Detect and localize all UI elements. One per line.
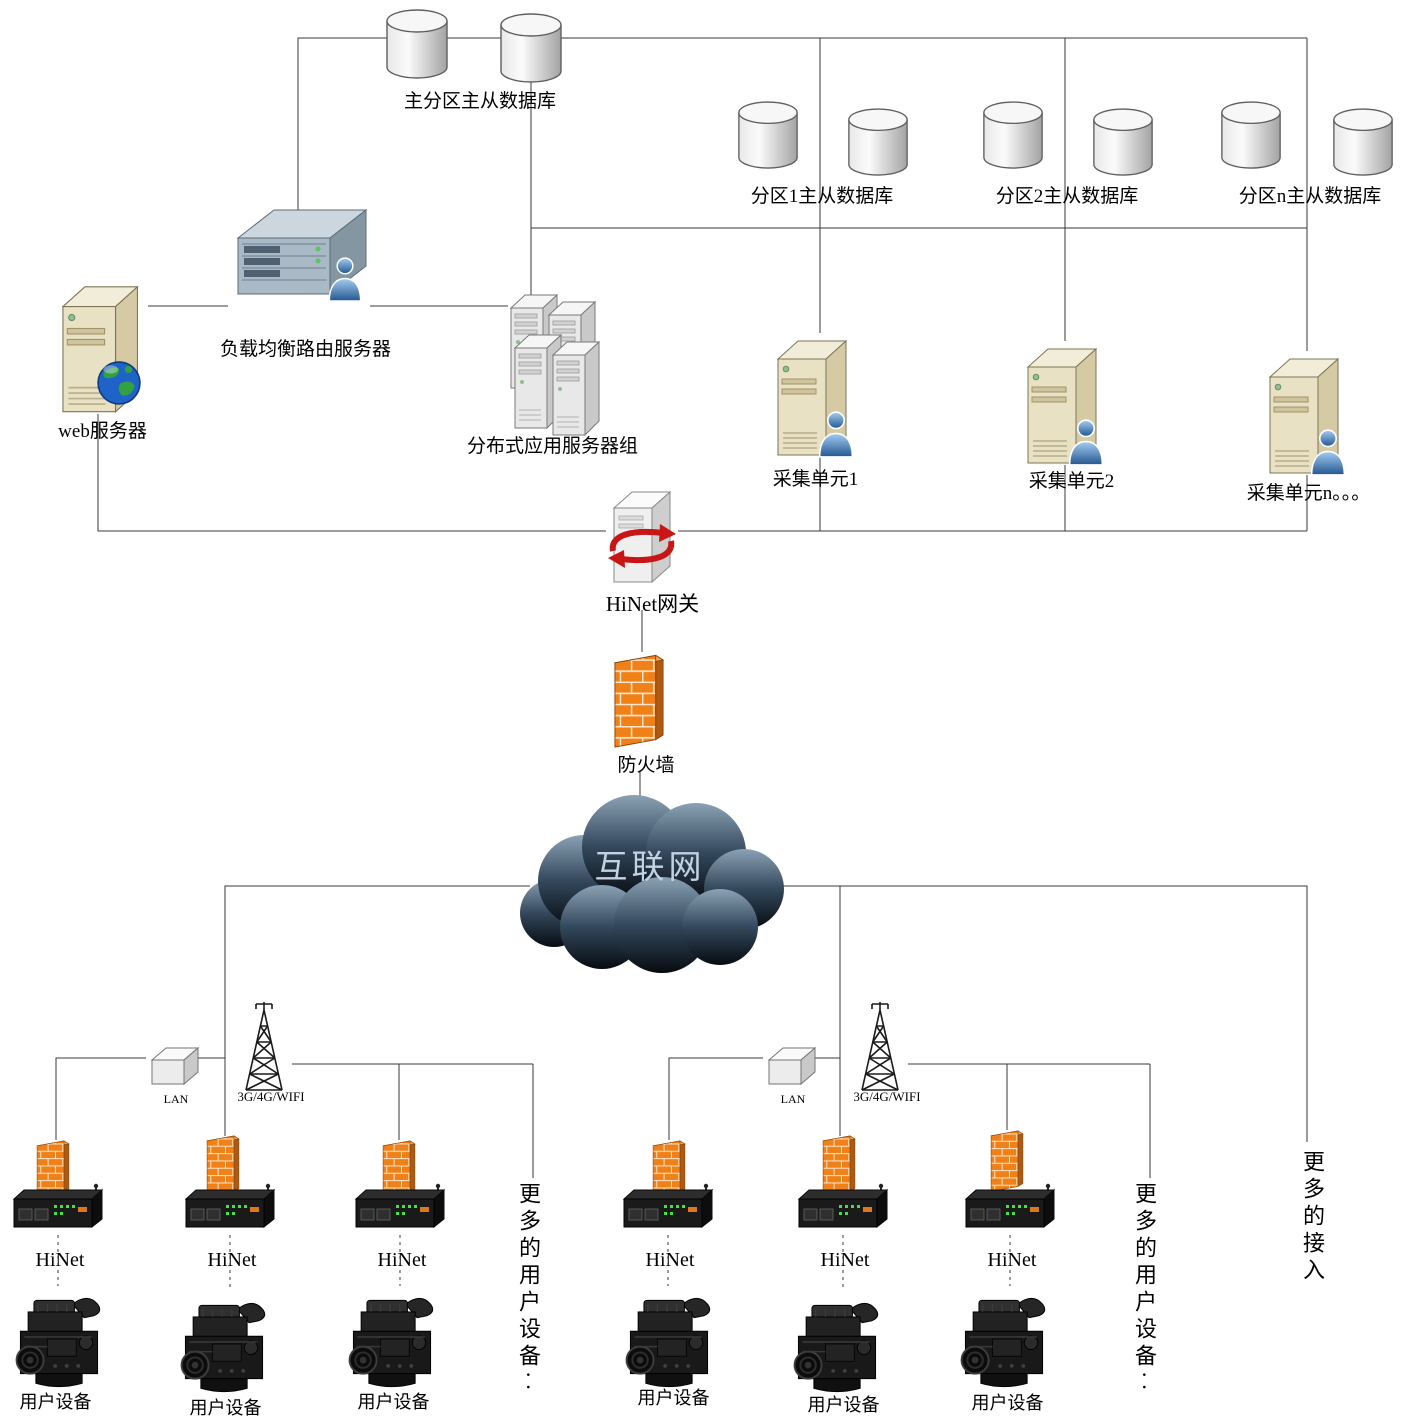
engine-icon — [950, 1283, 1058, 1391]
main-db-label: 主分区主从数据库 — [403, 91, 556, 112]
partition2-db-label: 分区2主从数据库 — [995, 186, 1139, 207]
partition1-db-label: 分区1主从数据库 — [750, 186, 894, 207]
load-balancer-label: 负载均衡路由服务器 — [219, 339, 391, 360]
database-icon — [845, 107, 911, 179]
user-icon — [816, 410, 856, 458]
hinet-label: HiNet — [645, 1249, 695, 1271]
user-icon — [326, 256, 364, 302]
hinet-router-icon — [793, 1183, 893, 1235]
user-device-label: 用户设备 — [189, 1398, 262, 1417]
database-icon — [1218, 100, 1284, 172]
more-user-devices-label: 更多的用户设备·· — [516, 1182, 541, 1396]
hinet-router-icon — [960, 1183, 1060, 1235]
antenna-icon — [236, 1002, 292, 1094]
engine-icon — [5, 1283, 113, 1391]
database-icon — [1090, 107, 1156, 179]
user-device-label: 用户设备 — [807, 1395, 880, 1415]
collectorn-label: 采集单元n。。。 — [1246, 483, 1371, 504]
hinet-label: HiNet — [377, 1249, 427, 1271]
firewall-icon — [607, 648, 671, 748]
engine-icon — [783, 1288, 891, 1396]
collector2-label: 采集单元2 — [1028, 471, 1115, 492]
hinet-router-icon — [350, 1183, 450, 1235]
hinet-router-icon — [8, 1183, 108, 1235]
user-icon — [1066, 418, 1106, 466]
hinet-label: HiNet — [207, 1249, 257, 1271]
lan-box-icon — [146, 1042, 202, 1090]
hinet-label: HiNet — [820, 1249, 870, 1271]
wifi-label: 3G/4G/WIFI — [853, 1089, 921, 1104]
gateway-icon — [606, 486, 678, 586]
engine-icon — [170, 1288, 278, 1396]
user-device-label: 用户设备 — [971, 1393, 1044, 1413]
database-icon — [980, 100, 1046, 172]
lan-label: LAN — [163, 1092, 189, 1106]
globe-icon — [96, 360, 142, 406]
lan-label: LAN — [780, 1092, 806, 1106]
app-server-icon — [547, 337, 603, 437]
database-icon — [383, 8, 451, 82]
gateway-label: HiNet网关 — [605, 592, 700, 616]
wifi-label: 3G/4G/WIFI — [237, 1089, 305, 1104]
lan-box-icon — [763, 1042, 819, 1090]
app-server-group-label: 分布式应用服务器组 — [466, 436, 638, 457]
antenna-icon — [852, 1002, 908, 1094]
hinet-router-icon — [180, 1183, 280, 1235]
collector1-label: 采集单元1 — [772, 469, 859, 490]
more-access-label: 更多的接入 — [1300, 1150, 1325, 1285]
hinet-label: HiNet — [987, 1249, 1037, 1271]
partitionn-db-label: 分区n主从数据库 — [1238, 186, 1382, 207]
database-icon — [735, 100, 801, 172]
hinet-label: HiNet — [35, 1249, 85, 1271]
engine-icon — [615, 1283, 723, 1391]
hinet-router-icon — [618, 1183, 718, 1235]
database-icon — [497, 12, 565, 86]
web-server-label: web服务器 — [58, 421, 147, 442]
user-device-label: 用户设备 — [637, 1388, 710, 1408]
internet-label: 互联网 — [594, 850, 706, 886]
user-device-label: 用户设备 — [19, 1392, 92, 1412]
more-user-devices-label: 更多的用户设备·· — [1132, 1182, 1157, 1396]
user-device-label: 用户设备 — [357, 1392, 430, 1412]
user-icon — [1308, 428, 1348, 476]
database-icon — [1330, 107, 1396, 179]
engine-icon — [338, 1283, 446, 1391]
firewall-label: 防火墙 — [617, 755, 675, 776]
